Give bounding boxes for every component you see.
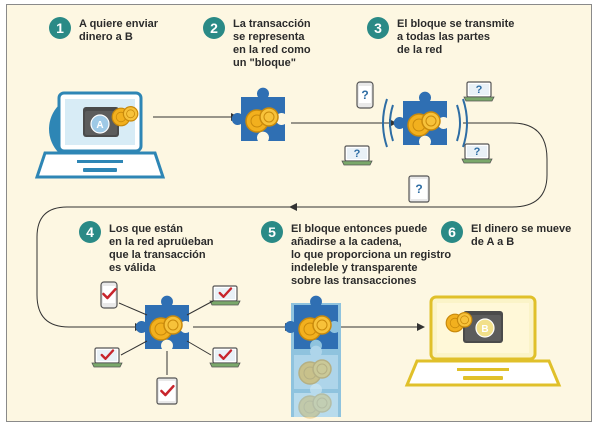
step-4-badge: 4 [79,221,101,243]
validation-lines [118,300,214,375]
step-5-badge: 5 [261,221,283,243]
step-3-badge: 3 [367,17,389,39]
validation-laptop-right-icon [209,347,241,368]
validation-tablet-icon [156,377,178,405]
connector-5-6-arrowhead [417,323,425,331]
network-laptop-top-icon: ? [463,81,495,102]
validation-laptop-top-icon [209,285,241,306]
broadcast-waves [382,98,468,148]
wallet-b-label: B [481,324,488,335]
blockchain-stack-icon [284,295,341,419]
connector-3-4-loop [36,122,548,328]
transaction-block-icon [231,87,285,141]
network-laptop-left-icon: ? [341,145,373,166]
diagram-artwork: A ? ? ? ? ? [34,81,562,419]
network-phone-icon: ? [356,81,374,109]
broadcast-block-icon [393,91,447,145]
connector-3-4-arrowhead [289,203,297,211]
svg-text:?: ? [354,148,361,160]
wallet-a-label: A [96,120,103,131]
svg-text:?: ? [474,146,481,158]
svg-text:?: ? [476,84,483,96]
step-2-badge: 2 [203,17,225,39]
validation-phone-icon [100,281,118,309]
validation-laptop-left-icon [91,347,123,368]
network-tablet-icon: ? [408,175,430,203]
network-laptop-right-icon: ? [461,143,493,164]
validation-block-icon [135,295,189,349]
wallet-a-icon: A [83,107,119,137]
wallet-b-icon: B [463,311,503,343]
svg-text:?: ? [361,88,368,102]
step-1-badge: 1 [49,17,71,39]
step-6-badge: 6 [441,221,463,243]
svg-text:?: ? [415,182,422,196]
